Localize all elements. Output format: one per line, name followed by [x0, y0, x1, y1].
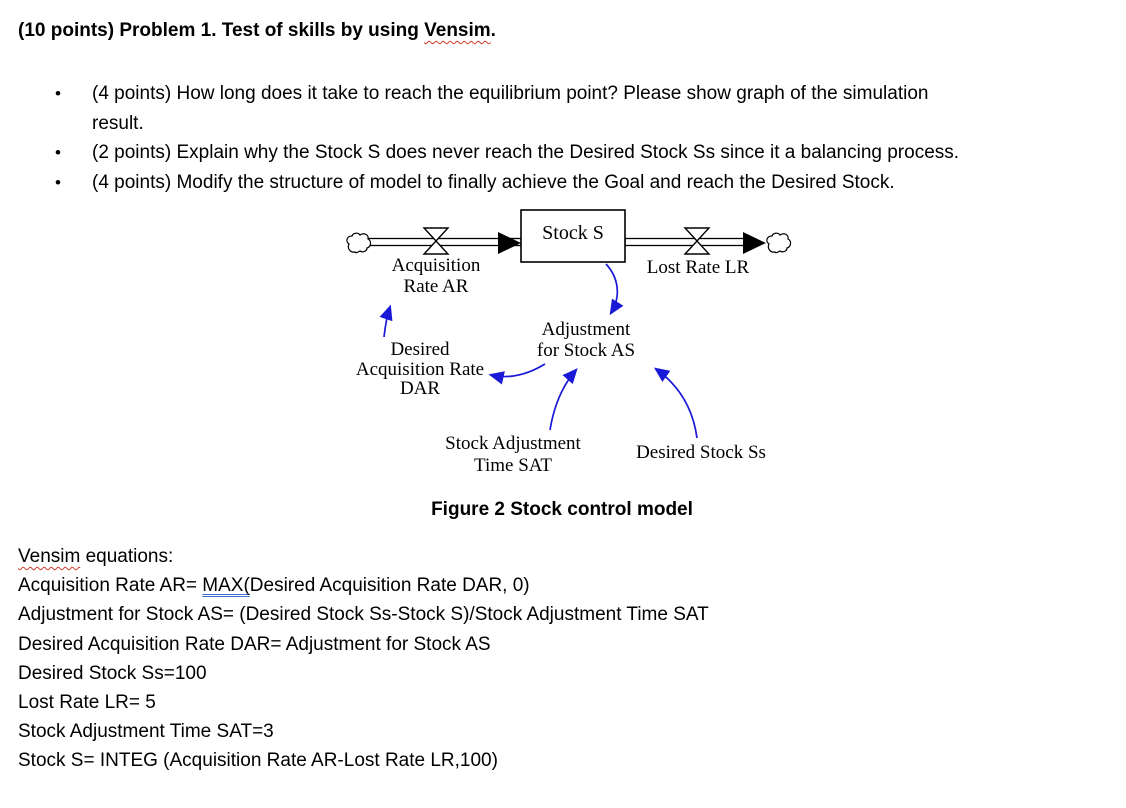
label-line: Acquisition	[391, 255, 481, 276]
bullet-text-line: result.	[92, 112, 144, 134]
bullet-text: (2 points) Explain why the Stock S does …	[92, 138, 959, 168]
page-title-suffix: .	[490, 20, 496, 41]
causal-arrow-stock-to-adjustment	[605, 263, 624, 316]
valve-inflow-icon	[422, 227, 450, 255]
equation-line: Acquisition Rate AR= MAX(Desired Acquisi…	[18, 571, 709, 600]
bullet-text-line: (4 points) How long does it take to reac…	[92, 83, 929, 104]
page-title-prefix: (10 points) Problem 1. Test of skills by…	[18, 20, 425, 41]
bullet-text-line: (2 points) Explain why the Stock S does …	[92, 142, 960, 163]
cloud-sink-icon	[766, 232, 792, 254]
equations-heading-flagged-word: Vensim	[18, 546, 81, 567]
label-lost-rate: Lost Rate LR	[646, 257, 750, 278]
equation-line: Desired Acquisition Rate DAR= Adjustment…	[18, 633, 491, 655]
label-line: Desired	[390, 339, 450, 360]
equation-ar-suffix: Desired Acquisition Rate DAR, 0)	[249, 575, 530, 597]
bullet-item: • (4 points) Modify the structure of mod…	[55, 168, 1085, 198]
equations-heading-rest: equations:	[80, 546, 174, 567]
stock-label: Stock S	[542, 222, 604, 244]
stock-flow-diagram: Stock S Acquisition Rate AR Lost Rate LR…	[330, 200, 810, 490]
causal-arrow-adjustment-to-dar	[488, 363, 546, 385]
page-title: (10 points) Problem 1. Test of skills by…	[18, 20, 496, 42]
cloud-source-icon	[346, 232, 372, 254]
equation-line: Stock S= INTEG (Acquisition Rate AR-Lost…	[18, 750, 498, 772]
bullet-text: (4 points) How long does it take to reac…	[92, 79, 928, 138]
label-adjustment-for-stock: Adjustment for Stock AS	[516, 319, 656, 361]
label-stock-adjustment-time: Stock Adjustment Time SAT	[433, 433, 593, 477]
outflow-arrowhead-icon	[743, 232, 766, 254]
inflow-arrowhead-icon	[498, 232, 521, 254]
causal-arrow-sat-to-adjustment	[549, 368, 578, 431]
label-line: Rate AR	[403, 276, 469, 297]
label-line: Time SAT	[474, 455, 552, 476]
valve-outflow-icon	[683, 227, 711, 255]
stock-flow-canvas	[346, 209, 792, 439]
equations-section: Vensim equations: Acquisition Rate AR= M…	[18, 542, 709, 776]
label-line: Acquisition Rate	[355, 358, 485, 380]
equation-line: Stock Adjustment Time SAT=3	[18, 721, 274, 743]
label-line: Stock Adjustment	[445, 433, 581, 454]
label-line: DAR	[399, 378, 441, 399]
label-desired-stock: Desired Stock Ss	[636, 442, 766, 463]
flow-pipe-outflow	[624, 237, 748, 247]
causal-arrow-desired-stock-to-adjustment	[653, 367, 698, 439]
bullet-item: • (4 points) How long does it take to re…	[55, 79, 1085, 138]
label-acquisition-rate: Acquisition Rate AR	[366, 255, 506, 297]
equations-heading: Vensim equations:	[18, 542, 709, 571]
equation-ar-prefix: Acquisition Rate AR=	[18, 575, 203, 597]
stock-box	[520, 209, 626, 263]
page-title-misspelled-word: Vensim	[424, 20, 491, 41]
bullet-marker: •	[55, 172, 61, 192]
bullet-text: (4 points) Modify the structure of model…	[92, 168, 895, 198]
bullet-item: • (2 points) Explain why the Stock S doe…	[55, 138, 1085, 168]
figure-caption: Figure 2 Stock control model	[431, 499, 693, 520]
bullet-list: • (4 points) How long does it take to re…	[55, 79, 1085, 197]
equation-line: Desired Stock Ss=100	[18, 662, 207, 684]
equation-ar-flagged: MAX(	[202, 575, 250, 597]
label-desired-acquisition-rate: Desired Acquisition Rate DAR	[335, 340, 505, 399]
equation-line: Adjustment for Stock AS= (Desired Stock …	[18, 604, 709, 626]
causal-arrow-dar-to-acquisition-rate	[379, 304, 393, 338]
bullet-marker: •	[55, 143, 61, 162]
label-line: Adjustment	[541, 319, 631, 340]
equation-line: Lost Rate LR= 5	[18, 692, 156, 714]
bullet-text-line: (4 points) Modify the structure of model…	[92, 171, 895, 193]
bullet-marker: •	[55, 84, 61, 103]
label-line: for Stock AS	[536, 340, 636, 361]
